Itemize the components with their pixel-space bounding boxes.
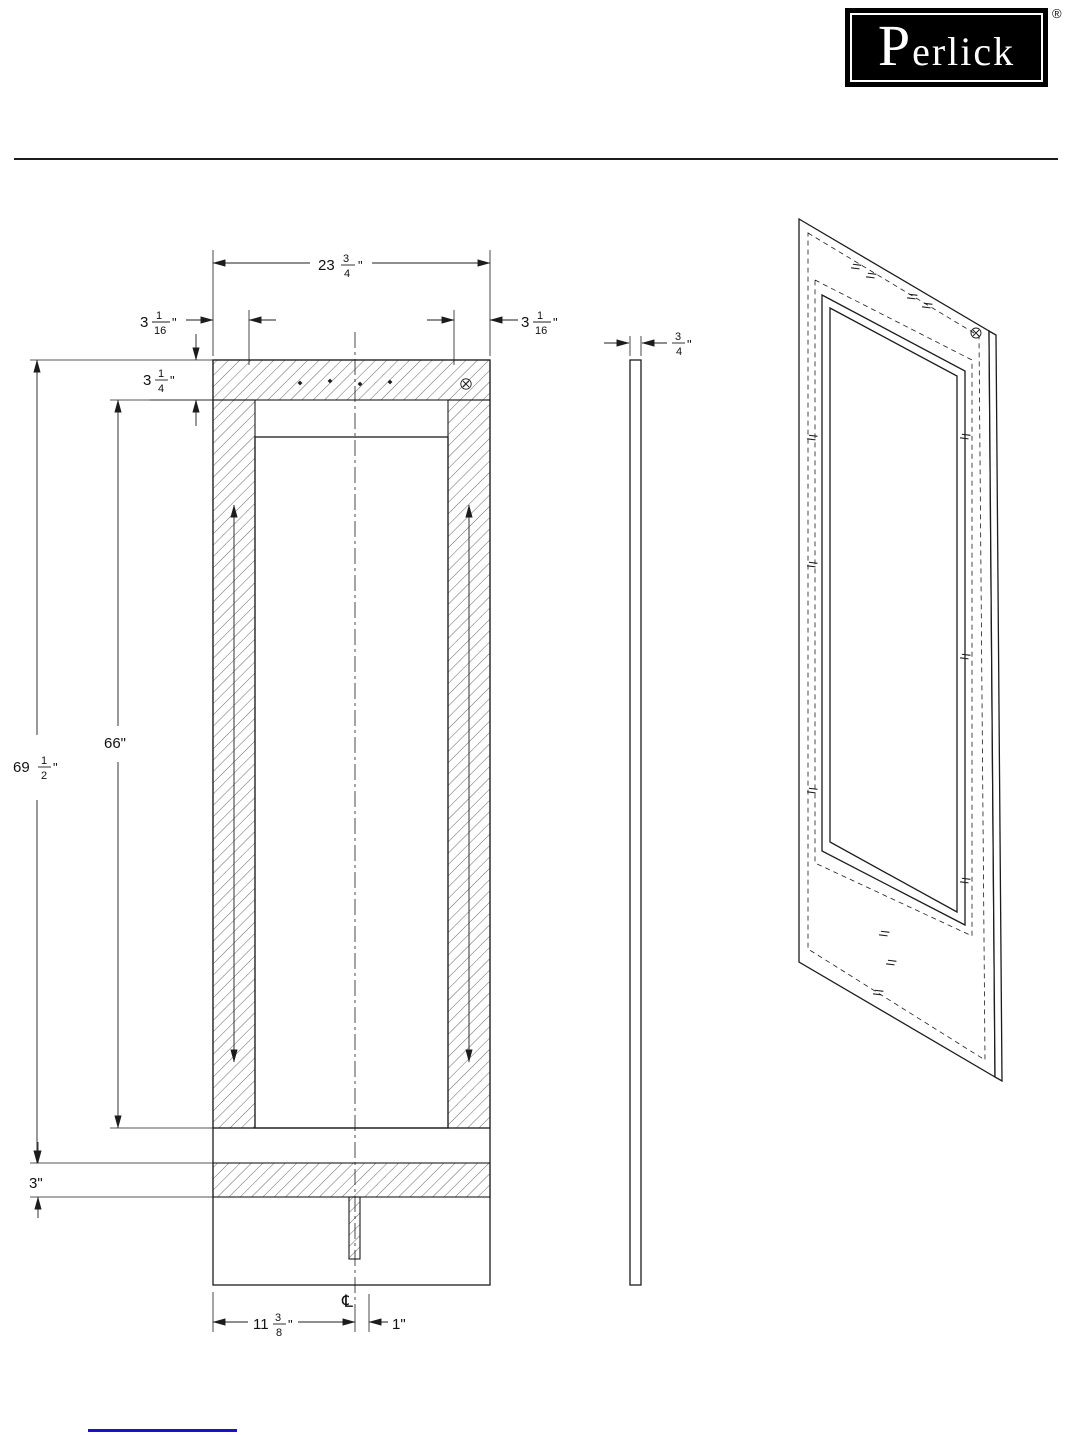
- iso-glass-frame-outer: [821, 293, 966, 927]
- svg-text:4: 4: [158, 383, 164, 395]
- front-bottom-rail-hatch: [212, 1162, 491, 1198]
- svg-text:": ": [53, 760, 58, 775]
- front-top-rail-hatch: [212, 359, 491, 401]
- front-panel-outline: [212, 359, 491, 1286]
- svg-text:1: 1: [41, 755, 47, 767]
- header-divider: [14, 158, 1058, 160]
- svg-text:3: 3: [143, 372, 151, 389]
- svg-text:69: 69: [13, 759, 30, 776]
- svg-text:16: 16: [154, 325, 166, 337]
- svg-text:1": 1": [392, 1316, 406, 1333]
- svg-text:3: 3: [521, 314, 529, 331]
- svg-text:3: 3: [343, 253, 349, 265]
- svg-text:11: 11: [253, 1316, 269, 1333]
- front-screw-icon: [460, 378, 472, 390]
- dim-overall-height: 69 1 2 ": [13, 359, 213, 1164]
- front-view: 23 3 4 " 3 1 16 " 3: [13, 250, 558, 1339]
- svg-text:": ": [687, 337, 692, 352]
- dim-right-inset: 3 1 16 ": [427, 310, 558, 365]
- svg-text:2: 2: [41, 770, 47, 782]
- centerline-symbol: ℄: [341, 1292, 353, 1311]
- svg-text:": ": [288, 1317, 293, 1332]
- svg-text:": ": [358, 258, 363, 273]
- perlick-logo: Perlick: [845, 8, 1048, 87]
- svg-text:3": 3": [29, 1175, 43, 1192]
- svg-text:1: 1: [537, 310, 543, 322]
- iso-panel-edge: [988, 329, 1003, 1083]
- dim-bottom-rail: 3": [29, 1142, 213, 1218]
- iso-glass-frame-inner: [829, 306, 958, 914]
- dim-left-inset: 3 1 16 ": [140, 310, 276, 365]
- logo-brand-text: Perlick: [877, 12, 1016, 78]
- iso-hidden-glass-outline: [814, 279, 973, 937]
- side-view: 3 4 ": [604, 331, 692, 1286]
- dim-bottom-left-offset: 11 3 8 ": [212, 1292, 356, 1339]
- svg-text:": ": [172, 315, 177, 330]
- svg-text:1: 1: [158, 368, 164, 380]
- svg-text:3: 3: [275, 1312, 281, 1324]
- dim-label: 23: [318, 257, 335, 274]
- svg-text:3: 3: [675, 331, 681, 343]
- svg-text:4: 4: [344, 268, 350, 280]
- dim-thickness: 3 4 ": [604, 331, 692, 358]
- svg-text:16: 16: [535, 325, 547, 337]
- svg-text:3: 3: [140, 314, 148, 331]
- registered-trademark: ®: [1052, 6, 1062, 21]
- svg-text:": ": [553, 315, 558, 330]
- dim-overall-width: 23 3 4 ": [212, 250, 491, 356]
- dim-bottom-right-offset: 1": [368, 1294, 406, 1333]
- front-bottom-stub-hatch: [348, 1196, 361, 1260]
- svg-text:1: 1: [156, 310, 162, 322]
- dim-glass-height: 66": [104, 399, 213, 1129]
- svg-text:66": 66": [104, 735, 126, 752]
- iso-screw-icon: [970, 327, 982, 339]
- svg-text:4: 4: [676, 346, 682, 358]
- isometric-view: [798, 217, 1003, 1083]
- side-profile-outline: [629, 359, 642, 1286]
- svg-text:": ": [170, 373, 175, 388]
- svg-text:8: 8: [276, 1327, 282, 1339]
- footer-link[interactable]: [88, 1429, 237, 1432]
- top-rail-fastener-dots: [297, 378, 393, 387]
- dim-top-rail: 3 1 4 ": [143, 334, 213, 426]
- iso-hidden-outline: [807, 232, 986, 1061]
